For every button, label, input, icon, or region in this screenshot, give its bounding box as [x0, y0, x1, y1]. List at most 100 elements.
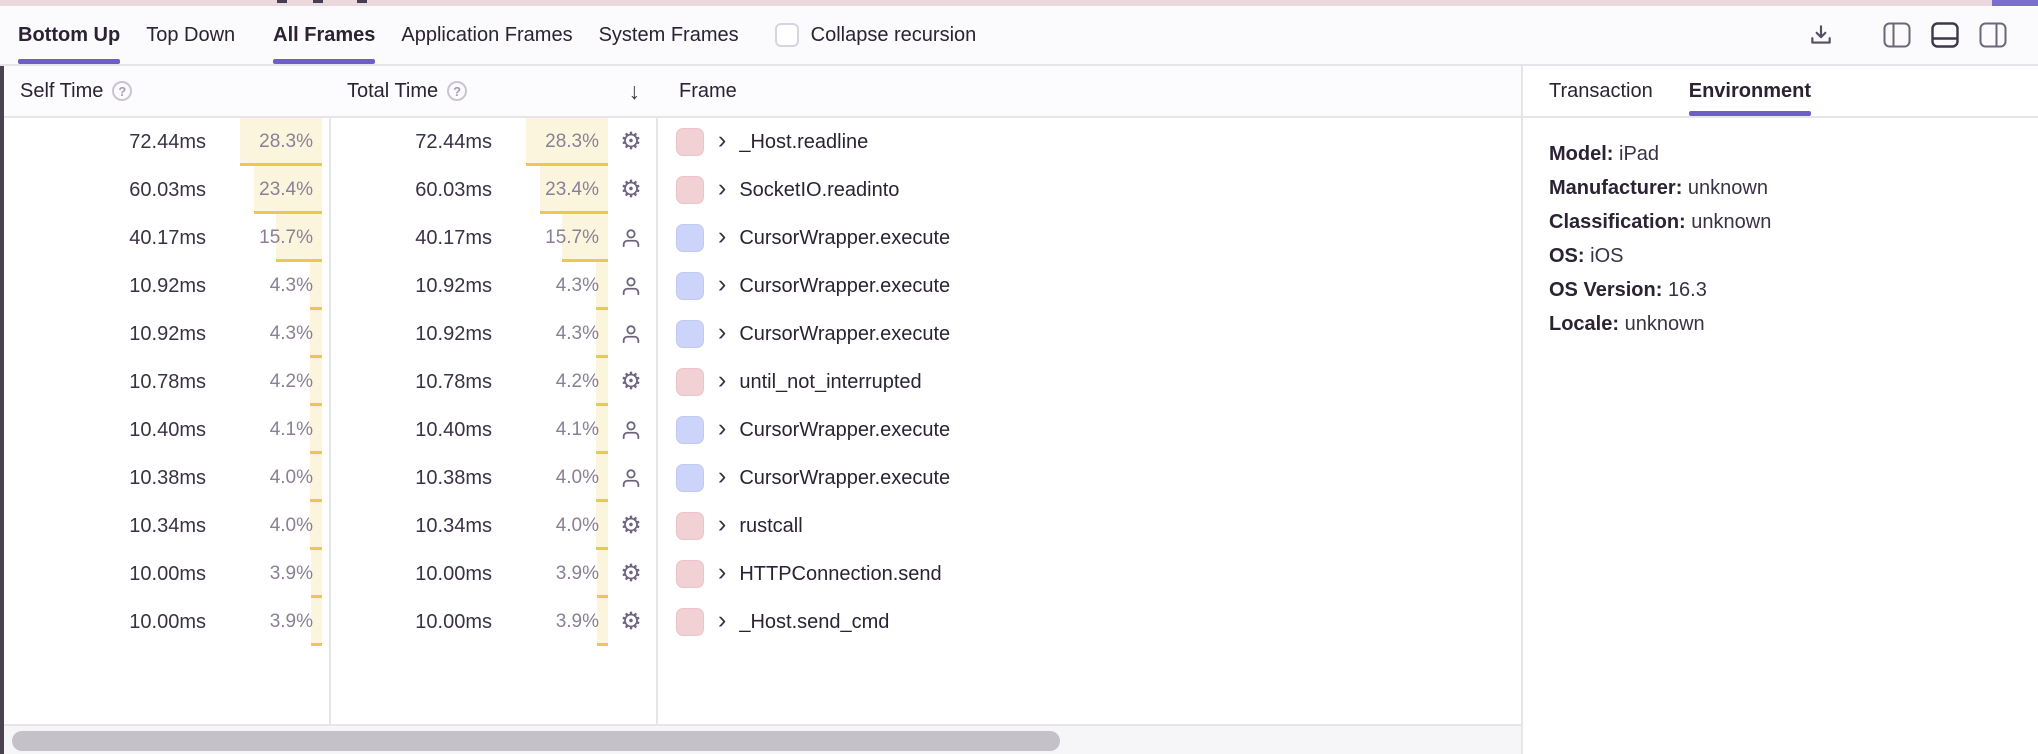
column-header-self-time[interactable]: Self Time ? — [4, 66, 329, 116]
tab-environment[interactable]: Environment — [1688, 66, 1812, 116]
self-time-cell: 40.17ms 15.7% — [4, 214, 329, 262]
frame-color-swatch — [676, 608, 704, 636]
self-percent-value: 4.0% — [269, 467, 313, 488]
total-percent-bar — [596, 406, 608, 454]
expand-chevron-icon[interactable]: › — [718, 509, 727, 538]
tab-all-frames[interactable]: All Frames — [273, 6, 376, 64]
self-percent-bar — [310, 406, 322, 454]
table-row[interactable]: 10.40ms 4.1% 10.40ms 4.1% ⚙ › CursorWrap… — [4, 406, 1521, 454]
table-row[interactable]: 72.44ms 28.3% 72.44ms 28.3% ⚙ › _Host.re… — [4, 118, 1521, 166]
frame-color-swatch — [676, 368, 704, 396]
column-header-frame[interactable]: Frame — [656, 66, 1521, 116]
environment-details: Model: iPad Manufacturer: unknown Classi… — [1523, 118, 2038, 341]
collapse-recursion-checkbox[interactable] — [774, 23, 799, 47]
self-time-cell: 10.78ms 4.2% — [4, 358, 329, 406]
total-percent-bar — [595, 310, 608, 358]
frame-name: rustcall — [739, 514, 803, 537]
expand-chevron-icon[interactable]: › — [718, 269, 727, 298]
table-row[interactable]: 10.38ms 4.0% 10.38ms 4.0% ⚙ › CursorWrap… — [4, 454, 1521, 502]
self-time-value: 10.92ms — [129, 274, 206, 297]
self-time-value: 60.03ms — [129, 178, 206, 201]
table-row[interactable]: 10.78ms 4.2% 10.78ms 4.2% ⚙ › until_not_… — [4, 358, 1521, 406]
layout-right-icon[interactable] — [1978, 20, 2008, 50]
table-row[interactable]: 40.17ms 15.7% 40.17ms 15.7% ⚙ › CursorWr… — [4, 214, 1521, 262]
help-icon[interactable]: ? — [447, 81, 468, 101]
total-percent-value: 4.1% — [555, 419, 599, 440]
total-percent-bar — [595, 262, 608, 310]
help-icon[interactable]: ? — [112, 81, 133, 101]
expand-chevron-icon[interactable]: › — [718, 557, 727, 586]
total-time-cell: 40.17ms 15.7% ⚙ — [329, 214, 656, 262]
flamegraph-edge-strip — [0, 0, 2038, 6]
expand-chevron-icon[interactable]: › — [718, 365, 727, 394]
table-rows: 72.44ms 28.3% 72.44ms 28.3% ⚙ › _Host.re… — [4, 118, 1521, 646]
application-frame-user-icon — [622, 325, 640, 344]
total-time-value: 10.38ms — [415, 466, 492, 489]
table-row[interactable]: 10.34ms 4.0% 10.34ms 4.0% ⚙ › rustcall — [4, 502, 1521, 550]
self-percent-bar — [276, 214, 322, 262]
layout-bottom-icon[interactable] — [1930, 20, 1960, 50]
application-frame-user-icon — [622, 469, 640, 488]
tab-application-frames[interactable]: Application Frames — [401, 23, 573, 46]
column-header-total-time[interactable]: Total Time ? ↓ — [329, 66, 656, 116]
expand-chevron-icon[interactable]: › — [718, 413, 727, 442]
total-time-value: 40.17ms — [415, 226, 492, 249]
frame-name: _Host.readline — [739, 130, 869, 153]
table-header: Self Time ? Total Time ? ↓ Frame — [4, 66, 1521, 118]
total-percent-value: 23.4% — [545, 179, 599, 200]
tab-transaction[interactable]: Transaction — [1549, 79, 1653, 102]
scrollbar-thumb[interactable] — [12, 731, 1060, 751]
frame-color-swatch — [676, 512, 704, 540]
table-row[interactable]: 10.00ms 3.9% 10.00ms 3.9% ⚙ › _Host.send… — [4, 598, 1521, 646]
total-time-value: 10.92ms — [415, 274, 492, 297]
tab-system-frames[interactable]: System Frames — [598, 23, 739, 46]
frame-name: SocketIO.readinto — [739, 178, 900, 201]
total-percent-bar — [562, 214, 608, 262]
download-icon[interactable] — [1806, 20, 1836, 50]
tab-top-down[interactable]: Top Down — [146, 23, 236, 46]
env-classification: Classification: unknown — [1549, 211, 1772, 233]
system-frame-gear-icon: ⚙ — [620, 608, 642, 635]
self-percent-value: 23.4% — [259, 179, 313, 200]
expand-chevron-icon[interactable]: › — [718, 125, 727, 154]
layout-left-icon[interactable] — [1882, 20, 1912, 50]
table-row[interactable]: 10.00ms 3.9% 10.00ms 3.9% ⚙ › HTTPConnec… — [4, 550, 1521, 598]
table-row[interactable]: 60.03ms 23.4% 60.03ms 23.4% ⚙ › SocketIO… — [4, 166, 1521, 214]
frame-cell: › CursorWrapper.execute — [656, 406, 1521, 454]
expand-chevron-icon[interactable]: › — [718, 221, 727, 250]
tab-bottom-up[interactable]: Bottom Up — [18, 6, 121, 64]
frame-color-swatch — [676, 560, 704, 588]
sort-descending-icon[interactable]: ↓ — [628, 77, 641, 104]
application-frame-user-icon — [622, 277, 640, 296]
frame-cell: › HTTPConnection.send — [656, 550, 1521, 598]
frame-color-swatch — [676, 128, 704, 156]
frame-name: HTTPConnection.send — [739, 562, 942, 585]
self-percent-bar — [239, 118, 322, 166]
expand-chevron-icon[interactable]: › — [718, 461, 727, 490]
table-row[interactable]: 10.92ms 4.3% 10.92ms 4.3% ⚙ › CursorWrap… — [4, 262, 1521, 310]
flamegraph-mark — [313, 0, 323, 3]
total-percent-value: 15.7% — [545, 227, 599, 248]
frame-cell: › CursorWrapper.execute — [656, 310, 1521, 358]
self-percent-bar — [310, 454, 322, 502]
total-percent-value: 4.3% — [555, 275, 599, 296]
total-time-value: 10.00ms — [415, 562, 492, 585]
system-frame-gear-icon: ⚙ — [620, 560, 642, 587]
total-time-value: 10.78ms — [415, 370, 492, 393]
env-os-version: OS Version: 16.3 — [1549, 279, 1707, 301]
frame-color-swatch — [676, 464, 704, 492]
table-row[interactable]: 10.92ms 4.3% 10.92ms 4.3% ⚙ › CursorWrap… — [4, 310, 1521, 358]
total-percent-value: 3.9% — [555, 611, 599, 632]
horizontal-scrollbar[interactable] — [4, 724, 1521, 754]
collapse-recursion-label[interactable]: Collapse recursion — [810, 23, 977, 46]
self-time-value: 10.78ms — [129, 370, 206, 393]
frame-cell: › until_not_interrupted — [656, 358, 1521, 406]
total-time-label: Total Time — [347, 79, 439, 102]
expand-chevron-icon[interactable]: › — [718, 317, 727, 346]
expand-chevron-icon[interactable]: › — [718, 605, 727, 634]
total-time-cell: 10.00ms 3.9% ⚙ — [329, 598, 656, 646]
expand-chevron-icon[interactable]: › — [718, 173, 727, 202]
self-percent-value: 15.7% — [259, 227, 313, 248]
total-time-cell: 60.03ms 23.4% ⚙ — [329, 166, 656, 214]
frame-label: Frame — [679, 79, 737, 102]
